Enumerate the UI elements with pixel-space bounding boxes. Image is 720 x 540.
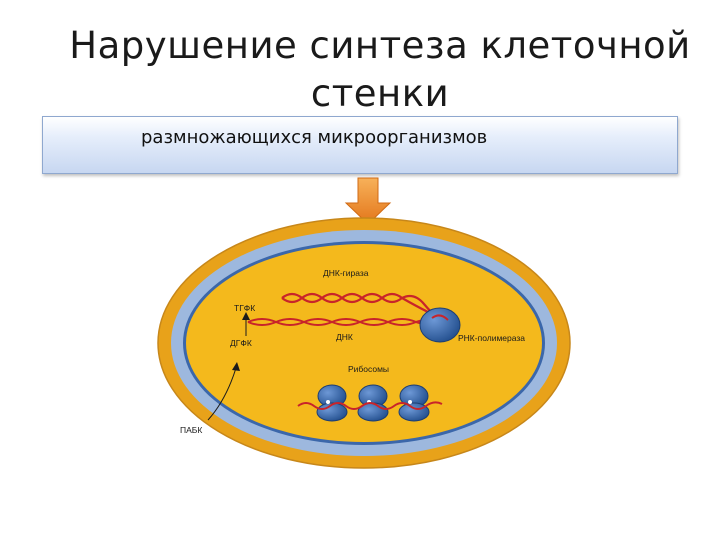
bacterial-cell bbox=[157, 217, 571, 469]
label-thfa: ТГФК bbox=[234, 303, 255, 313]
ribosomes-group bbox=[297, 384, 443, 422]
slide-title: Нарушение синтеза клеточной стенки bbox=[69, 24, 691, 115]
label-dna-gyrase: ДНК-гираза bbox=[323, 268, 369, 278]
banner-text: размножающихся микроорганизмов bbox=[141, 127, 488, 148]
dna-strand bbox=[247, 292, 447, 326]
label-dna: ДНК bbox=[336, 332, 353, 342]
label-dhfa: ДГФК bbox=[230, 338, 252, 348]
down-arrow-icon bbox=[344, 177, 392, 225]
label-ribosomes: Рибосомы bbox=[348, 364, 389, 374]
ribosome-icon bbox=[316, 384, 348, 422]
label-paba: ПАБК bbox=[180, 425, 202, 435]
folate-pathway bbox=[207, 312, 250, 421]
label-rna-polymerase: РНК-полимераза bbox=[458, 333, 525, 343]
banner: размножающихся микроорганизмов bbox=[42, 116, 678, 174]
mrna-strand bbox=[297, 401, 443, 410]
rna-polymerase-icon bbox=[419, 307, 461, 343]
